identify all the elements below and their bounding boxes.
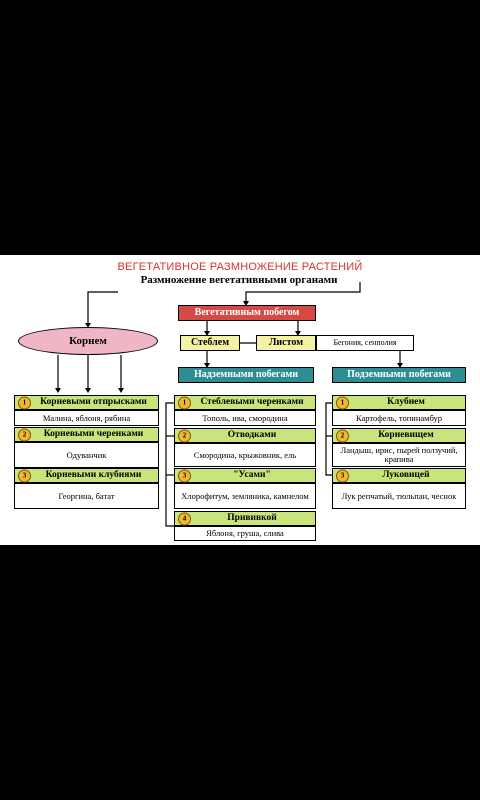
root-method-3-examples: Георгина, батат <box>14 483 159 509</box>
number-badge: 4 <box>178 512 191 525</box>
stem-node: Стеблем <box>180 335 240 351</box>
method-label: Клубнем <box>387 396 425 407</box>
method-label: Отводками <box>227 429 277 440</box>
leaf-node: Листом <box>256 335 316 351</box>
under-method-1-examples: Картофель, топинамбур <box>332 410 466 426</box>
diagram-subtitle: Размножение вегетативными органами <box>140 274 338 286</box>
method-label: "Усами" <box>233 469 271 480</box>
above-method-2-examples: Смородина, крыжовник, ель <box>174 443 316 467</box>
shoot-branch-node: Вегетативным побегом <box>178 305 316 321</box>
root-method-1-examples: Малина, яблоня, рябина <box>14 410 159 426</box>
number-badge: 2 <box>178 429 191 442</box>
number-badge: 2 <box>336 429 349 442</box>
above-method-4: 4 Прививкой <box>174 511 316 526</box>
method-label: Корневыми черенками <box>43 428 144 439</box>
number-badge: 2 <box>18 428 31 441</box>
number-badge: 3 <box>18 469 31 482</box>
above-method-3-examples: Хлорофитум, земляника, камнелом <box>174 483 316 509</box>
method-label: Луковицей <box>382 469 430 480</box>
above-method-2: 2 Отводками <box>174 428 316 443</box>
under-method-2: 2 Корневищем <box>332 428 466 443</box>
diagram-title: ВЕГЕТАТИВНОЕ РАЗМНОЖЕНИЕ РАСТЕНИЙ <box>117 261 363 273</box>
method-label: Прививкой <box>227 512 277 523</box>
method-label: Корневыми отпрысками <box>40 396 147 407</box>
number-badge: 1 <box>336 396 349 409</box>
number-badge: 3 <box>178 469 191 482</box>
above-method-4-examples: Яблоня, груша, слива <box>174 526 316 541</box>
root-method-1: 1 Корневыми отпрысками <box>14 395 159 410</box>
underground-node: Подземными побегами <box>332 367 466 383</box>
root-method-3: 3 Корневыми клубнями <box>14 468 159 483</box>
under-method-3: 3 Луковицей <box>332 468 466 483</box>
leaf-examples: Бегония, сенполия <box>316 335 414 351</box>
method-label: Корневыми клубнями <box>45 469 142 480</box>
number-badge: 3 <box>336 469 349 482</box>
above-ground-node: Надземными побегами <box>178 367 314 383</box>
method-label: Стеблевыми черенками <box>200 396 304 407</box>
above-method-3: 3 "Усами" <box>174 468 316 483</box>
under-method-3-examples: Лук репчатый, тюльпан, чеснок <box>332 483 466 509</box>
above-method-1: 1 Стеблевыми черенками <box>174 395 316 410</box>
root-branch-node: Корнем <box>18 327 158 355</box>
method-label: Корневищем <box>378 429 434 440</box>
under-method-2-examples: Ландыш, ирис, пырей ползучий, крапива <box>332 443 466 467</box>
diagram: ВЕГЕТАТИВНОЕ РАЗМНОЖЕНИЕ РАСТЕНИЙ Размно… <box>0 255 480 545</box>
under-method-1: 1 Клубнем <box>332 395 466 410</box>
number-badge: 1 <box>18 396 31 409</box>
root-method-2: 2 Корневыми черенками <box>14 427 159 442</box>
above-method-1-examples: Тополь, ива, смородина <box>174 410 316 426</box>
number-badge: 1 <box>178 396 191 409</box>
root-method-2-examples: Одуванчик <box>14 442 159 468</box>
